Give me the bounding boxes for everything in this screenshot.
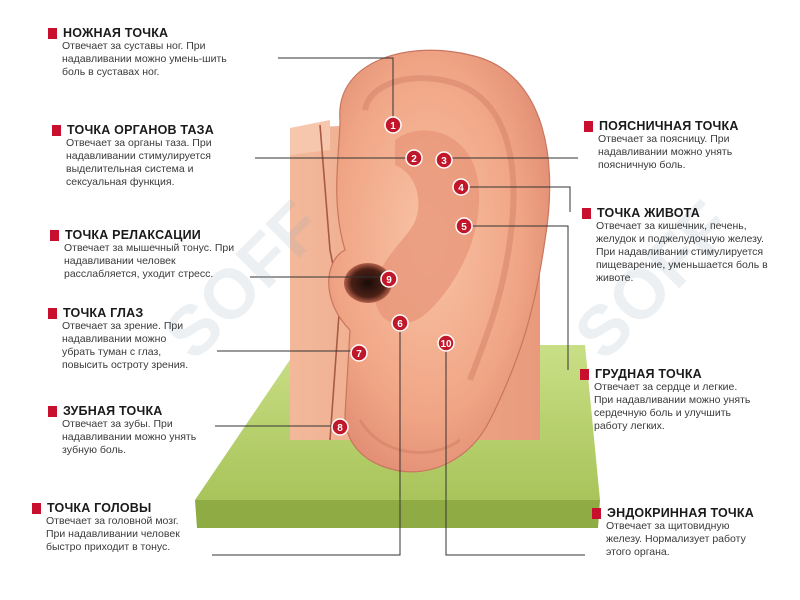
label-title: ПОЯСНИЧНАЯ ТОЧКА bbox=[599, 119, 739, 133]
point-10: 10 bbox=[437, 334, 455, 352]
svg-text:5: 5 bbox=[461, 222, 467, 233]
label-title: НОЖНАЯ ТОЧКА bbox=[63, 26, 169, 40]
point-6: 6 bbox=[391, 314, 409, 332]
label-title: ТОЧКА ГЛАЗ bbox=[63, 306, 144, 320]
label-title: ЭНДОКРИННАЯ ТОЧКА bbox=[607, 506, 754, 520]
label-tooth-point: ЗУБНАЯ ТОЧКА Отвечает за зубы. При надав… bbox=[48, 404, 248, 457]
leader-6 bbox=[212, 330, 401, 556]
point-8: 8 bbox=[331, 418, 349, 436]
point-1: 1 bbox=[384, 116, 402, 134]
label-eye-point: ТОЧКА ГЛАЗ Отвечает за зрение. При надав… bbox=[48, 306, 248, 372]
marker-square bbox=[32, 502, 41, 514]
label-lumbar-point: ПОЯСНИЧНАЯ ТОЧКА Отвечает за поясницу. П… bbox=[584, 119, 784, 172]
label-title: ГРУДНАЯ ТОЧКА bbox=[595, 367, 702, 381]
label-pelvis-point: ТОЧКА ОРГАНОВ ТАЗА Отвечает за органы та… bbox=[52, 123, 252, 189]
acupoints: 1 2 3 4 5 6 7 8 9 10 bbox=[331, 116, 473, 436]
svg-text:1: 1 bbox=[390, 121, 396, 132]
svg-text:7: 7 bbox=[356, 349, 362, 360]
label-title: ЗУБНАЯ ТОЧКА bbox=[63, 404, 163, 418]
marker-square bbox=[52, 124, 61, 136]
marker-square bbox=[592, 507, 601, 519]
label-desc: Отвечает за зубы. При надавливании можно… bbox=[62, 418, 197, 456]
marker-square bbox=[50, 229, 59, 241]
svg-text:3: 3 bbox=[441, 156, 447, 167]
label-foot-point: НОЖНАЯ ТОЧКА Отвечает за суставы ног. Пр… bbox=[48, 26, 248, 79]
ear bbox=[328, 49, 551, 473]
point-2: 2 bbox=[405, 149, 423, 167]
label-chest-point: ГРУДНАЯ ТОЧКА Отвечает за сердце и легки… bbox=[580, 367, 780, 433]
svg-text:4: 4 bbox=[458, 183, 464, 194]
svg-text:10: 10 bbox=[440, 339, 452, 350]
marker-square bbox=[582, 207, 591, 219]
label-title: ТОЧКА РЕЛАКСАЦИИ bbox=[65, 228, 201, 242]
label-desc: Отвечает за кишечник, печень, желудок и … bbox=[596, 220, 768, 284]
point-4: 4 bbox=[452, 178, 470, 196]
svg-text:6: 6 bbox=[397, 319, 403, 330]
point-5: 5 bbox=[455, 217, 473, 235]
svg-text:8: 8 bbox=[337, 423, 343, 434]
leader-lines bbox=[212, 57, 585, 556]
leader-1 bbox=[278, 57, 394, 118]
label-desc: Отвечает за щитовидную железу. Нормализу… bbox=[606, 520, 746, 558]
label-title: ТОЧКА ГОЛОВЫ bbox=[47, 501, 152, 515]
label-endocrine-point: ЭНДОКРИННАЯ ТОЧКА Отвечает за щитовидную… bbox=[592, 506, 792, 559]
point-9: 9 bbox=[380, 270, 398, 288]
leader-4 bbox=[468, 186, 571, 212]
marker-square bbox=[584, 120, 593, 132]
svg-text:2: 2 bbox=[411, 154, 417, 165]
point-3: 3 bbox=[435, 151, 453, 169]
marker-square bbox=[580, 368, 589, 380]
label-belly-point: ТОЧКА ЖИВОТА Отвечает за кишечник, печен… bbox=[582, 206, 782, 285]
label-desc: Отвечает за зрение. При надавливании мож… bbox=[62, 320, 189, 371]
marker-square bbox=[48, 307, 57, 319]
label-relax-point: ТОЧКА РЕЛАКСАЦИИ Отвечает за мышечный то… bbox=[50, 228, 250, 281]
leader-5 bbox=[472, 225, 569, 370]
label-desc: Отвечает за мышечный тонус. При надавлив… bbox=[64, 242, 235, 280]
label-title: ТОЧКА ОРГАНОВ ТАЗА bbox=[67, 123, 214, 137]
svg-text:9: 9 bbox=[386, 275, 392, 286]
marker-square bbox=[48, 405, 57, 417]
label-desc: Отвечает за органы таза. При надавливани… bbox=[66, 137, 212, 188]
marker-square bbox=[48, 27, 57, 39]
label-title: ТОЧКА ЖИВОТА bbox=[597, 206, 700, 220]
leader-10 bbox=[445, 350, 585, 556]
label-desc: Отвечает за головной мозг. При надавлива… bbox=[46, 515, 180, 553]
label-desc: Отвечает за сердце и легкие. При надавли… bbox=[594, 381, 751, 432]
label-desc: Отвечает за суставы ног. При надавливани… bbox=[62, 40, 227, 78]
label-head-point: ТОЧКА ГОЛОВЫ Отвечает за головной мозг. … bbox=[32, 501, 232, 554]
label-desc: Отвечает за поясницу. При надавливании м… bbox=[598, 133, 733, 171]
point-7: 7 bbox=[350, 344, 368, 362]
